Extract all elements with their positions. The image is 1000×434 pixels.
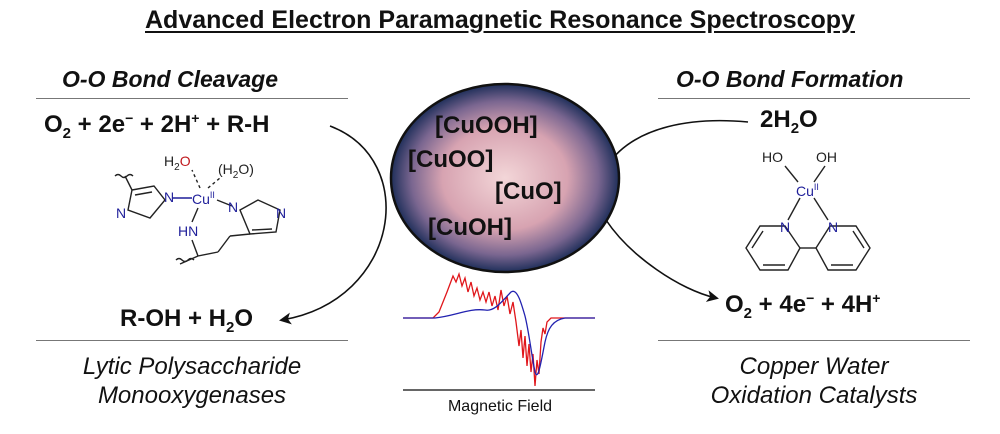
left-arrow [279, 125, 387, 325]
spectrum-trace-blue [403, 290, 595, 376]
copper-center-left: CuII [192, 190, 215, 207]
right-heading: O-O Bond Formation [676, 66, 904, 92]
species-cuo: [CuO] [495, 178, 562, 205]
right-bottom-divider [658, 340, 970, 342]
left-reactant-equation: O2 + 2e− + 2H+ + R-H [44, 110, 270, 142]
hydroxide-ligand-1: HO [762, 149, 783, 165]
copper-bipyridine-structure: HO OH CuII N N [745, 149, 871, 271]
pyridine-n-2: N [828, 219, 838, 235]
lpmo-copper-site-structure: H2O (H2O) N N N N CuII HN [114, 153, 286, 265]
magnetic-field-axis-label: Magnetic Field [447, 398, 553, 415]
right-reactant-equation: 2H2O [760, 106, 818, 137]
imidazole-n-3: N [228, 199, 238, 215]
amine-hn: HN [178, 223, 198, 239]
right-product-equation: O2 + 4e− + 4H+ [725, 290, 881, 322]
water-ligand-1: H2O [164, 153, 191, 173]
copper-center-right: CuII [796, 182, 819, 199]
left-top-divider [36, 98, 348, 100]
page-title: Advanced Electron Paramagnetic Resonance… [145, 6, 855, 34]
imidazole-n-4: N [276, 205, 286, 221]
hydroxide-ligand-2: OH [816, 149, 837, 165]
species-sphere [389, 82, 621, 274]
species-cuooh: [CuOOH] [435, 112, 538, 139]
water-ligand-2: (H2O) [218, 161, 254, 181]
imidazole-n-1: N [164, 189, 174, 205]
right-top-divider [658, 98, 970, 100]
imidazole-n-2: N [116, 205, 126, 221]
right-caption: Copper Water Oxidation Catalysts [710, 353, 918, 409]
left-heading: O-O Bond Cleavage [62, 66, 278, 92]
species-cuoh: [CuOH] [428, 214, 512, 241]
pyridine-n-1: N [780, 219, 790, 235]
left-caption: Lytic Polysaccharide Monooxygenases [82, 353, 302, 409]
epr-spectrum [403, 271, 595, 391]
left-product-equation: R-OH + H2O [120, 305, 254, 336]
spectrum-trace-red [403, 271, 595, 387]
species-cuoo: [CuOO] [408, 146, 494, 173]
left-bottom-divider [36, 340, 348, 342]
